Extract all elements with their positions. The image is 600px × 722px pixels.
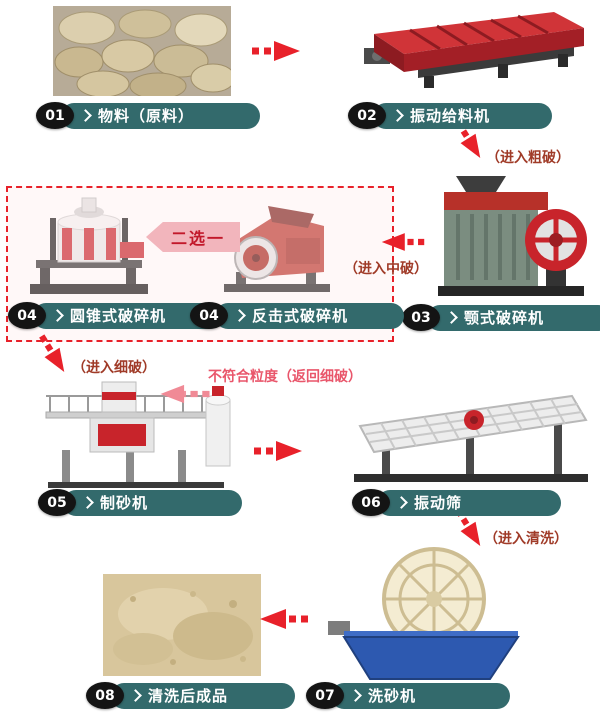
step-label-05: 05 制砂机 bbox=[38, 489, 242, 516]
cone-crusher-image bbox=[20, 192, 158, 300]
step-number-badge: 03 bbox=[402, 304, 440, 331]
chevron-icon bbox=[129, 689, 142, 702]
chevron-icon bbox=[51, 309, 64, 322]
step-label-text: 物料（原料） bbox=[98, 107, 195, 125]
sand-washer-image bbox=[322, 545, 524, 682]
vibrating-screen-image bbox=[346, 386, 596, 488]
step-number-badge: 02 bbox=[348, 102, 386, 129]
step-label-text: 反击式破碎机 bbox=[252, 307, 349, 325]
flow-arrow-washer-to-product bbox=[258, 608, 310, 630]
step-number-badge: 06 bbox=[352, 489, 390, 516]
step-label-text: 振动筛 bbox=[414, 494, 463, 512]
step-number-badge: 04 bbox=[190, 302, 228, 329]
sand-maker-image bbox=[38, 378, 236, 490]
chevron-icon bbox=[395, 496, 408, 509]
chevron-icon bbox=[445, 311, 458, 324]
step-number-badge: 05 bbox=[38, 489, 76, 516]
step-number-badge: 04 bbox=[8, 302, 46, 329]
flow-arrow-jaw-to-secondary bbox=[380, 232, 426, 252]
flow-arrow-material-to-feeder bbox=[250, 40, 302, 62]
step-number-badge: 08 bbox=[86, 682, 124, 709]
chevron-icon bbox=[349, 689, 362, 702]
step-number-badge: 01 bbox=[36, 102, 74, 129]
step-number-badge: 07 bbox=[306, 682, 344, 709]
step-label-text: 洗砂机 bbox=[368, 687, 417, 705]
raw-material-image bbox=[53, 6, 231, 96]
chevron-icon bbox=[79, 109, 92, 122]
step-label-07: 07 洗砂机 bbox=[306, 682, 510, 709]
step-label-text: 清洗后成品 bbox=[148, 687, 229, 705]
annotation-coarse-crushing: （进入粗破） bbox=[486, 150, 570, 166]
chevron-icon bbox=[81, 496, 94, 509]
return-arrow-screen-to-sandmaker bbox=[156, 384, 214, 404]
flow-arrow-secondary-to-sandmaker bbox=[32, 329, 73, 379]
step-label-text: 振动给料机 bbox=[410, 107, 491, 125]
step-label-03: 03 颚式破碎机 bbox=[402, 304, 600, 331]
step-label-04-impact: 04 反击式破碎机 bbox=[190, 302, 404, 329]
step-label-text: 颚式破碎机 bbox=[464, 309, 545, 327]
step-label-01: 01 物料（原料） bbox=[36, 102, 260, 129]
step-label-02: 02 振动给料机 bbox=[348, 102, 552, 129]
flow-arrow-sandmaker-to-screen bbox=[252, 440, 304, 462]
chevron-icon bbox=[233, 309, 246, 322]
vibrating-feeder-image bbox=[358, 4, 592, 94]
step-label-08: 08 清洗后成品 bbox=[86, 682, 295, 709]
step-label-text: 圆锥式破碎机 bbox=[70, 307, 167, 325]
impact-crusher-image bbox=[216, 198, 340, 296]
choice-one-of-two-tag: 二选一 bbox=[146, 222, 240, 252]
finished-sand-image bbox=[103, 574, 261, 676]
jaw-crusher-image bbox=[428, 168, 592, 302]
step-label-06: 06 振动筛 bbox=[352, 489, 561, 516]
chevron-icon bbox=[391, 109, 404, 122]
annotation-medium-crushing: （进入中破） bbox=[344, 261, 428, 277]
annotation-fine-crushing: （进入细破） bbox=[72, 360, 156, 376]
step-label-text: 制砂机 bbox=[100, 494, 149, 512]
annotation-washing: （进入清洗） bbox=[484, 531, 568, 547]
annotation-return-note: 不符合粒度（返回细破） bbox=[208, 369, 362, 385]
